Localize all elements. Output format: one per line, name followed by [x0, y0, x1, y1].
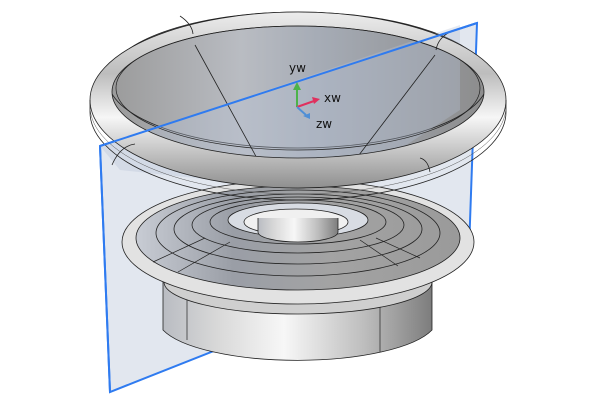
z-axis-label: zw: [316, 117, 332, 131]
work-plane-edge: [99, 22, 478, 147]
work-plane-triad: yw xw zw: [289, 61, 341, 131]
y-axis-label: yw: [289, 61, 306, 75]
x-axis-label: xw: [324, 91, 341, 105]
spider: [121, 179, 475, 305]
surround-rim: [89, 11, 507, 201]
z-axis-arrow: [296, 106, 307, 116]
x-axis-arrow: [296, 100, 315, 108]
